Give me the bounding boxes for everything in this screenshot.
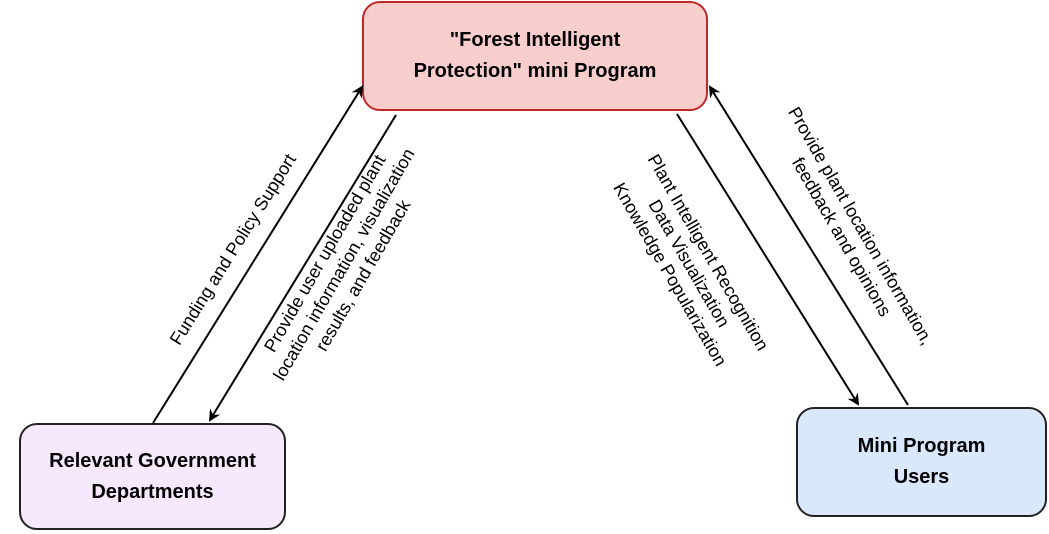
- provide-info-to-gov-line2: location information, visualization: [269, 145, 418, 384]
- center-node-label-line1: "Forest Intelligent: [449, 29, 621, 51]
- services-label: Plant Intelligent Recognition Data Visua…: [609, 151, 772, 370]
- government-node: Relevant Government Departments: [19, 423, 286, 530]
- users-node-label-line2: Users: [893, 466, 950, 488]
- users-node-label-line1: Mini Program: [857, 435, 986, 457]
- feedback-arrow: [708, 85, 909, 406]
- feedback-line1: Provide plant location information,: [784, 103, 937, 348]
- provide-info-to-gov-arrow: [208, 114, 397, 422]
- feedback-label: Provide plant location information, feed…: [784, 103, 937, 348]
- government-node-label-line1: Relevant Government: [49, 449, 256, 472]
- center-node-mini-program: "Forest Intelligent Protection" mini Pro…: [362, 1, 708, 111]
- users-node: Mini Program Users: [796, 407, 1047, 517]
- government-node-label-line2: Departments: [91, 480, 214, 503]
- funding-arrow: [152, 85, 364, 424]
- center-node-label-line2: Protection" mini Program: [413, 60, 657, 82]
- services-arrow: [676, 113, 860, 406]
